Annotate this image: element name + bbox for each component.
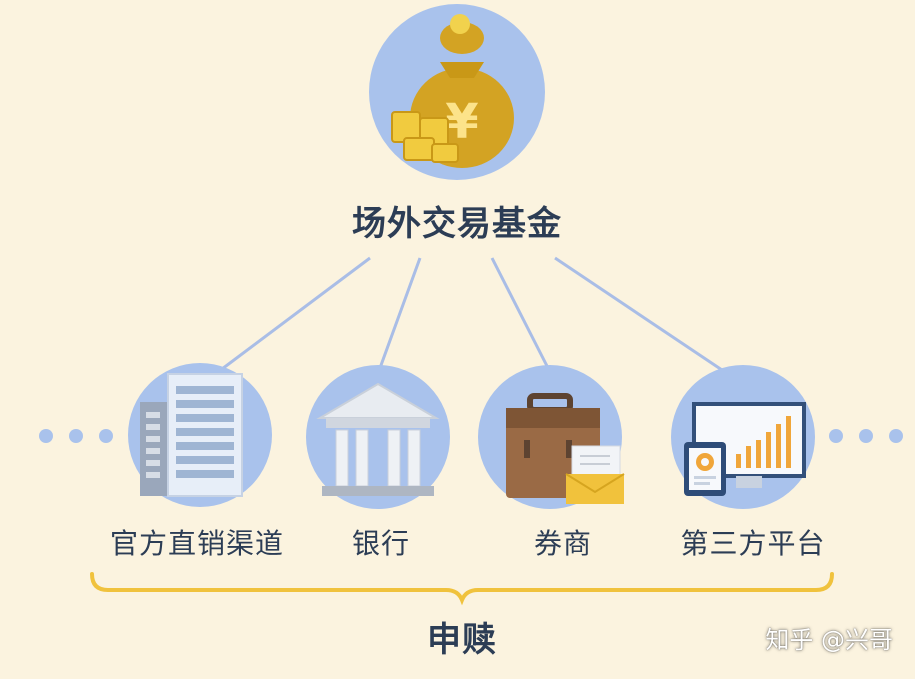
right-ellipsis-dots (829, 429, 903, 443)
node-label-broker: 券商 (533, 527, 593, 560)
office-building-icon (140, 373, 243, 497)
bank-icon (316, 382, 440, 496)
left-ellipsis-dots (39, 429, 113, 443)
connector-line-2 (378, 257, 422, 369)
node-label-bank: 银行 (351, 527, 411, 560)
bracket-label: 申赎 (427, 620, 497, 660)
root-node: ¥ (369, 4, 545, 180)
node-bank (306, 365, 450, 509)
connector-line-4 (554, 256, 723, 372)
connector-line-3 (490, 257, 550, 369)
node-official-direct (128, 363, 272, 507)
money-bag-icon: ¥ (391, 14, 514, 168)
node-label-official-direct: 官方直销渠道 (109, 527, 285, 560)
computer-chart-icon (684, 402, 806, 496)
connector-lines (217, 256, 723, 374)
connector-line-1 (217, 256, 371, 374)
root-label: 场外交易基金 (352, 204, 562, 244)
bracket (90, 572, 834, 606)
node-third-party (671, 365, 815, 509)
briefcase-icon (506, 393, 625, 504)
watermark: 知乎 @兴哥 (765, 626, 893, 654)
node-label-third-party: 第三方平台 (680, 527, 826, 560)
node-broker (478, 365, 625, 509)
svg-text:¥: ¥ (445, 94, 478, 150)
